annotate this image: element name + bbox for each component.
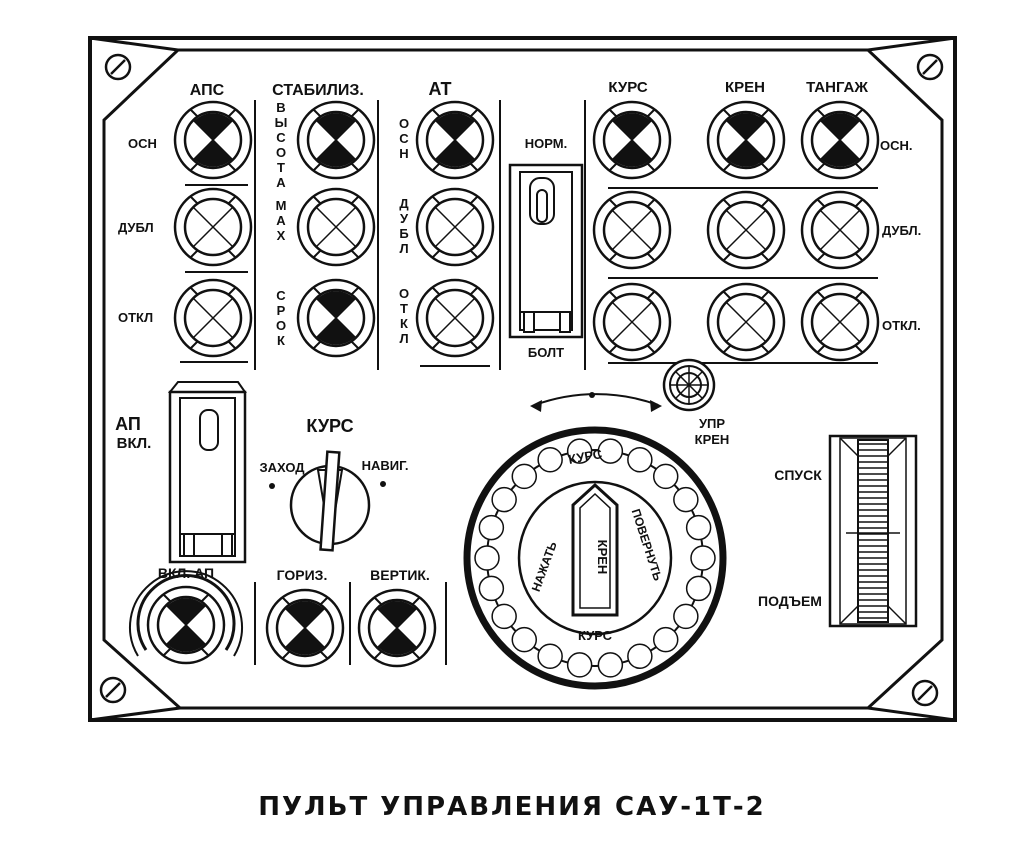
knob-label-kren: КРЕН: [595, 540, 610, 575]
aps-otkl-lamp[interactable]: [173, 278, 253, 358]
lamp-col-kren: КРЕН: [725, 79, 765, 96]
kurs-switch-navig: НАВИГ.: [362, 458, 409, 473]
aps-title: АПС: [190, 82, 225, 99]
lamp-col-kurs: КУРС: [608, 79, 647, 96]
trim-podem-label: ПОДЪЕМ: [758, 593, 822, 609]
kurs-osn-lamp[interactable]: [594, 102, 670, 178]
at-otkl-lamp[interactable]: [415, 278, 495, 358]
kren-dubl-lamp[interactable]: [706, 190, 786, 270]
kurs-mode-rotary-switch[interactable]: [289, 450, 371, 552]
ap-toggle-switch[interactable]: [167, 381, 247, 564]
tangazh-osn-lamp[interactable]: [802, 102, 878, 178]
vkl-ap-button[interactable]: [129, 570, 243, 663]
aps-row-otkl: ОТКЛ: [118, 310, 153, 325]
screw-bottom-right: [911, 679, 939, 707]
goriz-button[interactable]: [267, 590, 343, 666]
kurs-dubl-lamp[interactable]: [592, 190, 672, 270]
ap-label: АП: [115, 414, 141, 434]
kurs-otkl-lamp[interactable]: [592, 282, 672, 362]
ap-vkl-label: ВКЛ.: [117, 435, 152, 452]
kurs-kren-main-knob[interactable]: [463, 392, 727, 690]
kurs-switch-title: КУРС: [306, 416, 353, 436]
at-title: АТ: [428, 79, 451, 99]
upr-kren-knob[interactable]: [662, 358, 716, 412]
kren-label: КРЕН: [695, 432, 730, 447]
goriz-label: ГОРИЗ.: [277, 567, 328, 583]
figure-caption: ПУЛЬТ УПРАВЛЕНИЯ САУ-1Т-2: [258, 792, 766, 822]
kren-osn-lamp[interactable]: [708, 102, 784, 178]
trim-spusk-label: СПУСК: [774, 467, 822, 483]
tangazh-dubl-lamp[interactable]: [800, 190, 880, 270]
knob-label-kurs-top: КУРС: [567, 446, 604, 467]
toggle-bolt-label: БОЛТ: [528, 345, 564, 360]
vertik-button[interactable]: [359, 590, 435, 666]
at-dubl-lamp[interactable]: [415, 187, 495, 267]
lamp-row-dubl: ДУБЛ.: [882, 223, 921, 238]
vertik-label: ВЕРТИК.: [370, 567, 430, 583]
stab-title: СТАБИЛИЗ.: [272, 82, 364, 99]
toggle-norm-label: НОРМ.: [525, 136, 567, 151]
screw-top-right: [916, 53, 944, 81]
stab-vysota-lamp[interactable]: [298, 102, 374, 178]
aps-row-osn: ОСН: [128, 136, 157, 151]
upr-label: УПР: [699, 416, 725, 431]
stab-srok-lamp[interactable]: [298, 280, 374, 356]
aps-row-dubl: ДУБЛ: [118, 220, 154, 235]
at-osn-lamp[interactable]: [417, 102, 493, 178]
tangazh-otkl-lamp[interactable]: [800, 282, 880, 362]
aps-osn-lamp[interactable]: [175, 102, 251, 178]
trim-wheel[interactable]: [828, 434, 918, 628]
kren-otkl-lamp[interactable]: [706, 282, 786, 362]
lamp-row-osn: ОСН.: [880, 138, 913, 153]
lamp-row-otkl: ОТКЛ.: [882, 318, 921, 333]
knob-label-kurs-bottom: КУРС: [578, 628, 613, 643]
kurs-switch-zakhod: ЗАХОД: [259, 460, 305, 475]
stab-max-lamp[interactable]: [296, 187, 376, 267]
norm-bolt-toggle-switch[interactable]: [508, 163, 584, 339]
aps-dubl-lamp[interactable]: [173, 187, 253, 267]
screw-bottom-left: [99, 676, 127, 704]
screw-top-left: [104, 53, 132, 81]
lamp-col-tangazh: ТАНГАЖ: [806, 79, 868, 96]
